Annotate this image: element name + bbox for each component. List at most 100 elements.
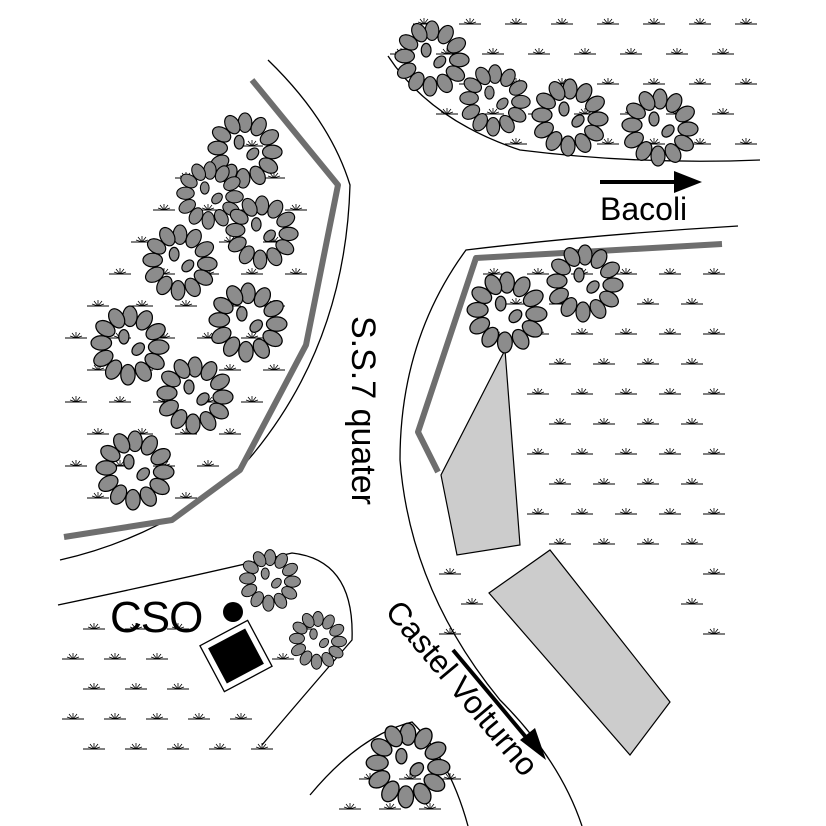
tree-icon [90,305,170,386]
grass-tuft-icon [196,459,220,467]
grass-tuft-icon [218,363,242,371]
arrow-bacoli-icon [600,171,702,193]
grass-tuft-icon [636,357,660,365]
grass-tuft-icon [636,477,660,485]
grass-tuft-icon [550,17,574,25]
grass-tuft-icon [636,417,660,425]
grass-tuft-icon [658,447,682,455]
grass-tuft-icon [504,17,528,25]
tree-icon [621,88,699,167]
station-marker-icon [223,602,243,622]
grass-tuft-icon [642,17,666,25]
grass-tuft-icon [218,427,242,435]
tree-icon [394,20,470,97]
tree-icon [531,78,609,157]
grass-tuft-icon [166,742,190,750]
grass-tuft-icon [526,447,550,455]
tree-icon [459,64,531,137]
grass-tuft-icon [145,712,169,720]
grass-tuft-icon [619,47,643,55]
grass-tuft-icon [614,447,638,455]
grass-tuft-icon [711,107,735,115]
grass-tuft-icon [702,507,726,515]
station: CSO [110,593,273,693]
grass-tuft-icon [103,652,127,660]
grass-tuft-icon [570,387,594,395]
grass-tuft-icon [208,742,232,750]
grass-tuft-icon [665,47,689,55]
road-label: S.S.7 quater [344,316,382,505]
grass-tuft-icon [680,537,704,545]
grass-tuft-icon [570,327,594,335]
grass-tuft-icon [570,447,594,455]
road-edge-right [399,225,739,826]
grass-tuft-icon [378,802,402,810]
grass-tuft-icon [702,387,726,395]
grass-tuft-icon [658,327,682,335]
grass-tuft-icon [504,137,528,145]
building-north [440,347,521,556]
grass-tuft-icon [680,597,704,605]
grass-tuft-icon [108,267,132,275]
tree-icon [466,271,548,354]
grass-tuft-icon [596,77,620,85]
grass-tuft-icon [636,297,660,305]
grass-tuft-icon [614,507,638,515]
grass-tuft-icon [86,427,110,435]
tree-icon [208,282,288,363]
barrier-left [63,78,341,540]
grass-tuft-icon [240,331,264,339]
grass-tuft-icon [250,742,274,750]
grass-tuft-icon [262,363,286,371]
grass-tuft-icon [82,682,106,690]
grass-tuft-icon [548,537,572,545]
grass-tuft-icon [64,331,88,339]
buildings [440,347,671,756]
grass-tuft-icon [284,203,308,211]
road-edge-left [59,59,351,561]
building-south [488,549,671,756]
grass-tuft-icon [82,622,106,630]
grass-tuft-icon [658,507,682,515]
grass-tuft-icon [64,459,88,467]
grass-tuft-icon [711,47,735,55]
road-edge-top-right [387,55,761,162]
grass-tuft-icon [734,137,758,145]
grass-tuft-icon [124,682,148,690]
grass-tuft-icon [680,417,704,425]
road-edge-bottom-left [57,552,353,746]
road-edge-bottom-island [309,721,469,826]
grass-tuft-icon [702,327,726,335]
grass-tuft-icon [570,507,594,515]
grass-tuft-icon [680,477,704,485]
grass-tuft-icon [548,477,572,485]
grass-tuft-icon [658,387,682,395]
grass-tuft-icon [82,742,106,750]
grass-tuft-icon [642,77,666,85]
grass-tuft-icon [702,267,726,275]
grass-tuft-icon [614,327,638,335]
grass-tuft-icon [174,299,198,307]
grass-tuft-icon [702,567,726,575]
grass-tuft-icon [592,477,616,485]
grass-tuft-icon [527,47,551,55]
grass-tuft-icon [124,742,148,750]
grass-tuft-icon [103,712,127,720]
grass-tuft-icon [592,417,616,425]
grass-tuft-icon [482,267,506,275]
grass-tuft-icon [86,299,110,307]
grass-tuft-icon [438,567,462,575]
station-label: CSO [110,593,202,642]
grass-tuft-icon [526,387,550,395]
grass-tuft-icon [108,395,132,403]
grass-tuft-icon [658,267,682,275]
grass-tuft-icon [680,357,704,365]
station-building-icon [199,619,273,693]
grass-tuft-icon [338,802,362,810]
grass-tuft-icon [702,627,726,635]
grass-tuft-icon [526,267,550,275]
grass-tuft-icon [526,507,550,515]
grass-tuft-icon [284,267,308,275]
grass-tuft-icon [573,47,597,55]
